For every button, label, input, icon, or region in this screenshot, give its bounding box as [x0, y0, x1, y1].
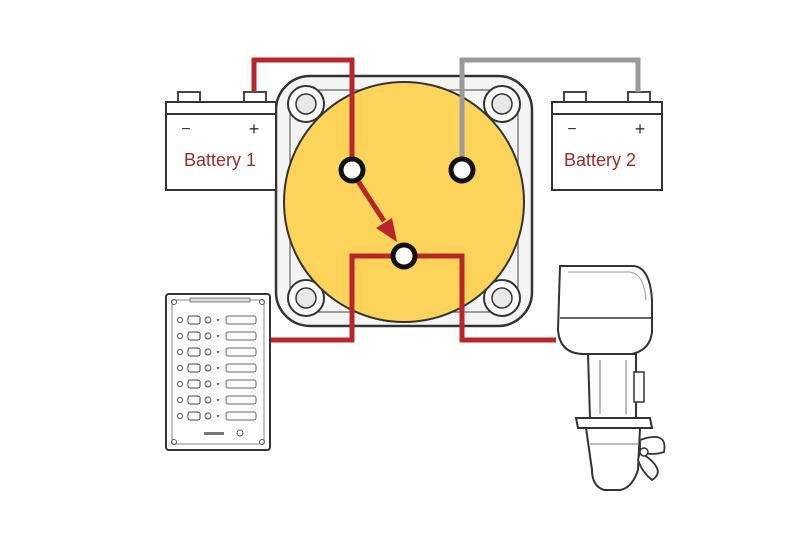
battery-1-negative-symbol: −	[181, 121, 190, 138]
distribution-panel	[165, 293, 271, 451]
mounting-screw-top-left	[287, 85, 325, 123]
wire-to-panel	[270, 253, 404, 343]
mounting-screw-bottom-left	[287, 279, 325, 317]
wire-battery-1	[251, 57, 355, 170]
battery-1-label: Battery 1	[184, 150, 256, 170]
mounting-screw-bottom-right	[483, 279, 521, 317]
battery-2-negative-symbol: −	[567, 121, 576, 138]
panel-switch-rows	[177, 315, 257, 421]
panel-switch-row	[177, 315, 257, 325]
wire-battery-2	[459, 57, 641, 170]
switch-face	[283, 81, 525, 323]
selector-arrow	[353, 176, 397, 242]
mounting-screw-top-right	[483, 85, 521, 123]
terminal-battery-2	[448, 156, 476, 184]
terminal-battery-1	[338, 156, 366, 184]
panel-switch-row	[177, 379, 257, 389]
battery-1: − + Battery 1	[165, 91, 277, 191]
wire-to-engine	[404, 253, 556, 343]
panel-switch-row	[177, 363, 257, 373]
panel-switch-row	[177, 331, 257, 341]
terminal-common	[390, 242, 418, 270]
panel-switch-row	[177, 411, 257, 421]
outboard-engine	[556, 265, 666, 491]
battery-2: − + Battery 2	[551, 91, 663, 191]
battery-2-label: Battery 2	[564, 150, 636, 170]
battery-2-positive-symbol: +	[635, 119, 646, 139]
panel-switch-row	[177, 347, 257, 357]
panel-switch-row	[177, 395, 257, 405]
battery-1-positive-symbol: +	[249, 119, 260, 139]
